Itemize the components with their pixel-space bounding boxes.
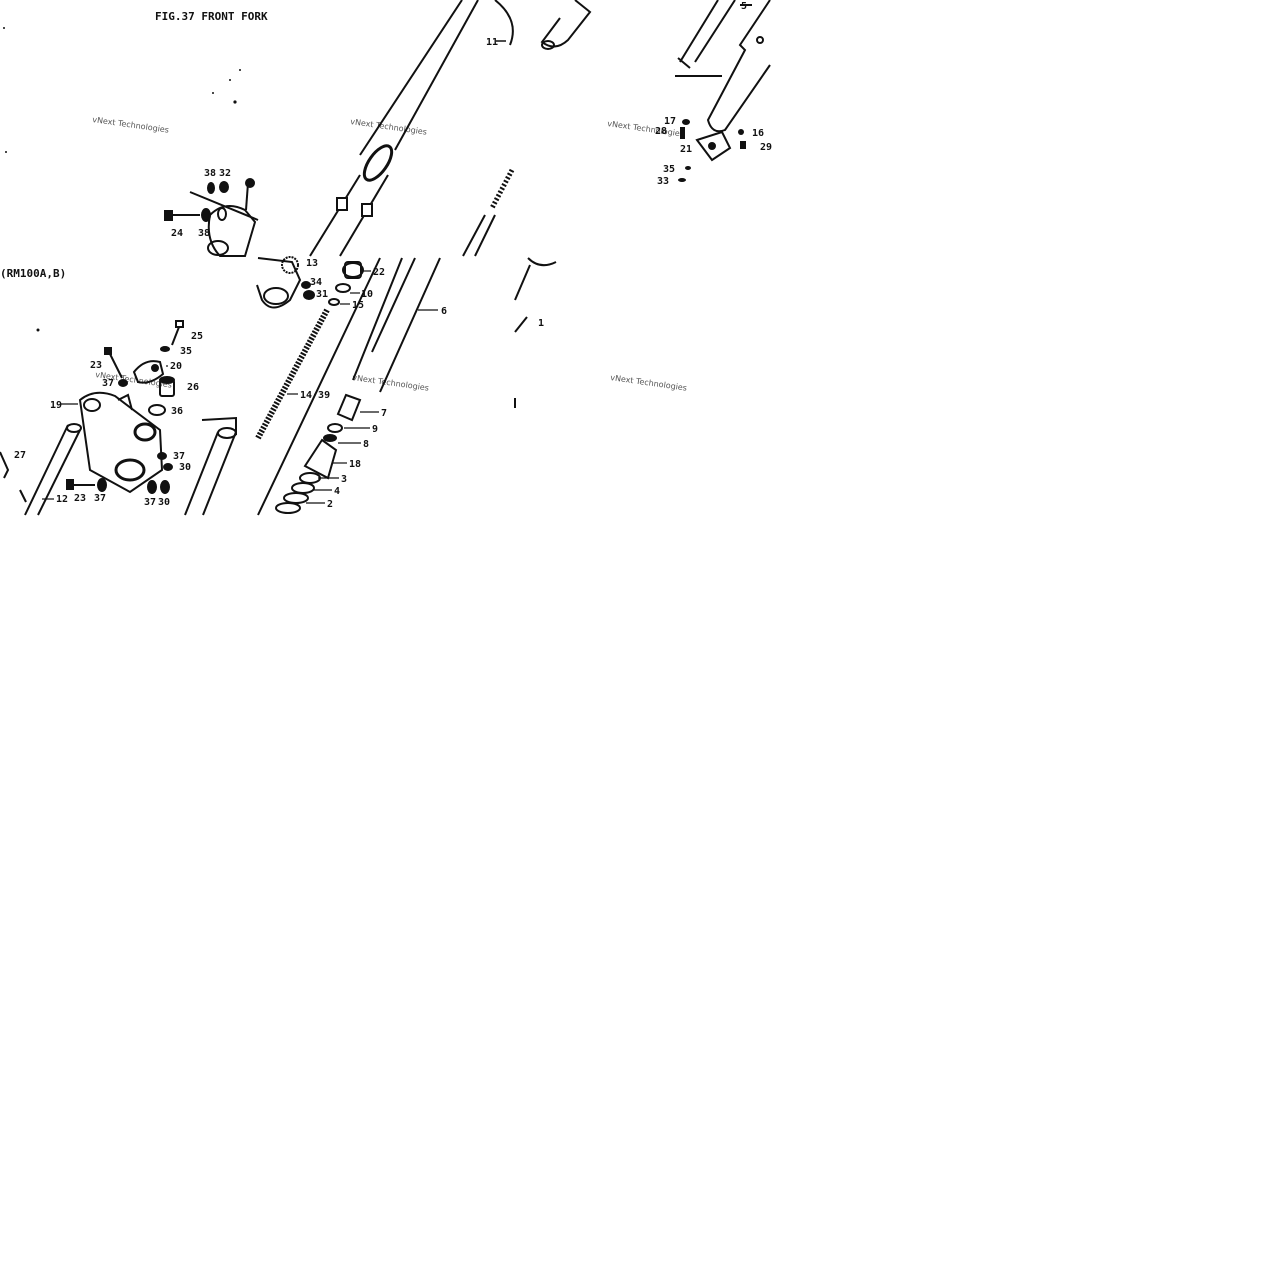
handlebar-tube-12 [0, 423, 82, 516]
model-note: (RM100A,B) [0, 267, 66, 280]
lower-bracket-clamp [189, 178, 259, 257]
upper-bracket-fragment [540, 0, 752, 77]
fork-inner-tube [309, 0, 514, 257]
part-label-35: 35 [663, 164, 675, 175]
part-label-9: 9 [372, 424, 378, 435]
part-label-10: 10 [361, 289, 373, 300]
fork-rod-upper [462, 214, 496, 257]
watermark: vNext Technologies [610, 373, 688, 393]
part-label-37: 37 [94, 493, 106, 504]
part-label-3: 3 [341, 474, 347, 485]
part-label-19: 19 [50, 400, 62, 411]
bolt-24 [164, 207, 227, 222]
bolt-25 [171, 320, 184, 346]
part-label-8: 8 [363, 439, 369, 450]
part-label-16: 16 [752, 128, 764, 139]
leader-lines [42, 270, 438, 504]
cap-26 [159, 376, 175, 397]
part-label-32: 32 [219, 168, 231, 179]
part-label-37: 37 [173, 451, 185, 462]
damper-parts [275, 261, 364, 514]
part-label-2: 2 [327, 499, 333, 510]
part-label-30: 30 [158, 497, 170, 508]
part-label-1: 1 [538, 318, 544, 329]
part-label-23: 23 [74, 493, 86, 504]
part-label-15: 15 [352, 300, 364, 311]
part-label-28: 28 [655, 126, 667, 137]
part-label-37: 37 [102, 378, 114, 389]
part-label-7: 7 [381, 408, 387, 419]
watermark: vNext Technologies [352, 373, 430, 393]
part-label-13: 13 [306, 258, 318, 269]
part-label-38: 38 [204, 168, 216, 179]
bolt-23 [66, 347, 123, 490]
part-label-25: 25 [191, 331, 203, 342]
part-label-18: 18 [349, 459, 361, 470]
print-specks [3, 27, 241, 153]
part-label-34: 34 [310, 277, 322, 288]
part-label-29: 29 [760, 142, 772, 153]
watermark: vNext Technologies [350, 117, 428, 137]
fork-spring-14 [255, 308, 330, 440]
part-label-36: 36 [171, 406, 183, 417]
part-label-12: 12 [56, 494, 68, 505]
part-label-27: 27 [14, 450, 26, 461]
part-label-21: 21 [680, 144, 692, 155]
part-label-6: 6 [441, 306, 447, 317]
part-label-23: 23 [90, 360, 102, 371]
part-label-38: 38 [198, 228, 210, 239]
part-label-33: 33 [657, 176, 669, 187]
part-label-14-39: 14·39 [300, 390, 330, 401]
small-bolts-right [678, 119, 746, 182]
lower-right-fragment [514, 257, 557, 408]
upper-bracket-19 [78, 391, 164, 494]
washers-38-32 [207, 181, 229, 194]
washers-left [97, 346, 173, 494]
part-label-20: 20 [170, 361, 182, 372]
part-label-35: 35 [180, 346, 192, 357]
axle-holder-21 [695, 130, 732, 162]
part-label-5: 5 [741, 1, 747, 12]
part-label-24: 24 [171, 228, 183, 239]
lower-bracket-fragment [256, 256, 302, 309]
diagram-title: FIG.37 FRONT FORK [155, 10, 268, 23]
watermark: vNext Technologies [92, 115, 170, 135]
part-label-17: 17 [664, 116, 676, 127]
part-label-22: 22 [373, 267, 385, 278]
part-label-11: 11 [486, 37, 498, 48]
clamp-20 [132, 360, 165, 384]
fork-spring-upper [489, 168, 515, 210]
fork-outer-tube-6 [257, 257, 441, 516]
part-label-31: 31 [316, 289, 328, 300]
part-label-4: 4 [334, 486, 340, 497]
part-label-26: 26 [187, 382, 199, 393]
outer-tube-fragment [706, 0, 771, 133]
part-label-30: 30 [179, 462, 191, 473]
tube-right-lower [184, 416, 237, 516]
part-label-37: 37 [144, 497, 156, 508]
